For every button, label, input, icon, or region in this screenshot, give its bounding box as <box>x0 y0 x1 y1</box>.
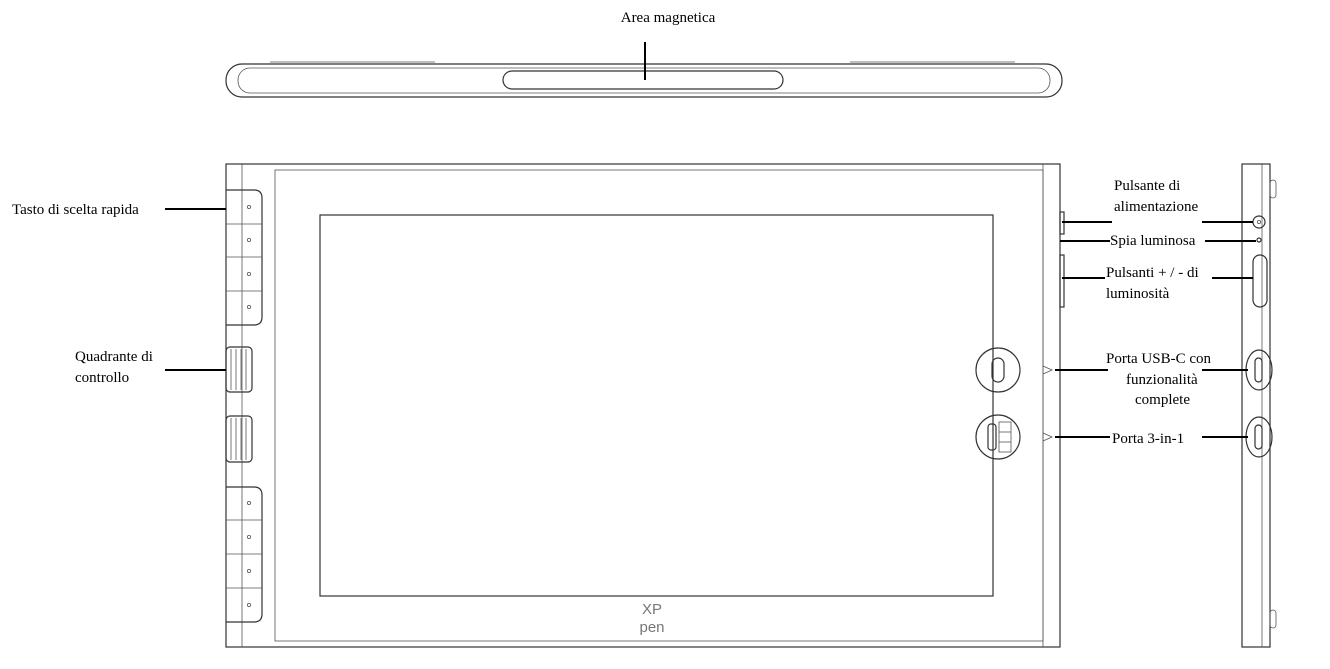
top-view: Area magnetica <box>225 10 1063 98</box>
control-dial-1 <box>225 346 253 393</box>
label-usbc-1: Porta USB-C con <box>1106 351 1212 367</box>
label-shortcut-key: Tasto di scelta rapida <box>12 202 139 218</box>
label-dial-1: Quadrante di <box>75 349 153 365</box>
port-3in1-icon <box>975 414 1053 460</box>
label-usbc-2: funzionalità <box>1126 372 1198 388</box>
label-indicator: Spia luminosa <box>1110 233 1196 249</box>
control-dial-2 <box>225 415 253 463</box>
shortcut-keys-top <box>226 189 263 326</box>
label-magnetic-area: Area magnetica <box>621 10 716 26</box>
display-area <box>319 214 994 597</box>
label-usbc-3: complete <box>1135 392 1190 408</box>
indicator-light <box>1256 237 1262 243</box>
label-power-2: alimentazione <box>1114 199 1198 215</box>
label-power-1: Pulsante di <box>1114 178 1180 194</box>
label-brightness-2: luminosità <box>1106 286 1170 302</box>
magnetic-strip <box>502 70 784 90</box>
label-port-3in1: Porta 3-in-1 <box>1112 431 1184 447</box>
label-brightness-1: Pulsanti + / - di <box>1106 265 1199 281</box>
side-view <box>1241 163 1277 648</box>
usbc-port <box>1245 349 1273 391</box>
brightness-buttons <box>1252 254 1268 308</box>
label-dial-2: controllo <box>75 370 129 386</box>
xppen-logo-sub: pen <box>639 619 664 636</box>
port-3in1 <box>1245 416 1273 458</box>
shortcut-keys-bottom <box>226 486 263 623</box>
front-view: XP pen <box>225 163 1065 648</box>
xppen-logo: XP <box>642 601 662 618</box>
power-button <box>1252 215 1266 229</box>
leader-lines <box>165 208 1256 438</box>
usbc-port-icon <box>975 347 1053 393</box>
